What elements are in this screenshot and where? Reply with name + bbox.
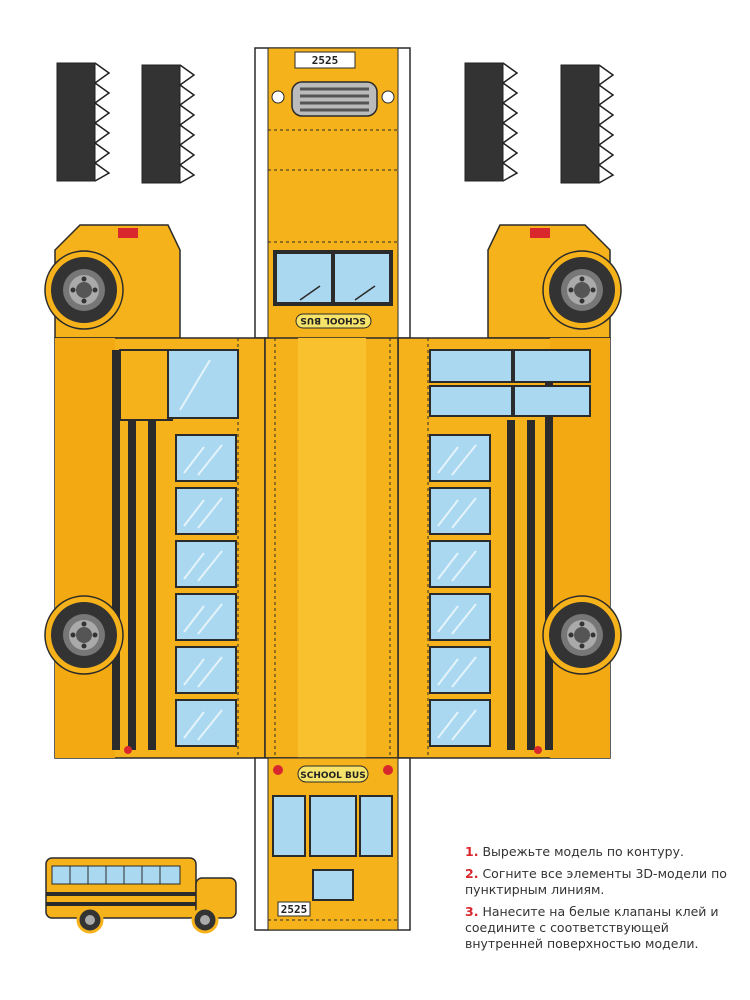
bus-icon [45, 857, 237, 934]
instructions-list: 1. Вырежьте модель по контуру. 2. Согнит… [465, 844, 735, 958]
wheel-icon [542, 250, 622, 330]
wheel-flap-tab-2 [141, 64, 195, 184]
wheel-flap-tab-3 [464, 62, 518, 182]
wheel-icon [44, 595, 124, 675]
top-license-plate: 2525 [312, 54, 339, 67]
right-side-panel [397, 224, 611, 759]
roof-sign: SCHOOL BUS [300, 315, 365, 325]
front-sign: SCHOOL BUS [300, 771, 365, 781]
front-panel: SCHOOL BUS 2525 [254, 757, 411, 931]
roof-panel: 2525 SCHOOL BUS [254, 47, 411, 339]
left-side-panel [54, 224, 266, 759]
wheel-flap-tab-1 [56, 62, 110, 182]
wheel-icon [44, 250, 124, 330]
instruction-item: 2. Согните все элементы 3D-модели по пун… [465, 866, 727, 897]
wheel-icon [542, 595, 622, 675]
instruction-item: 1. Вырежьте модель по контуру. [465, 844, 684, 859]
grille-icon [291, 81, 378, 117]
front-license-plate: 2525 [281, 903, 308, 916]
wheel-flap-tab-4 [560, 64, 614, 184]
instruction-item: 3. Нанесите на белые клапаны клей и соед… [465, 904, 719, 951]
center-roof-strip [237, 337, 429, 759]
